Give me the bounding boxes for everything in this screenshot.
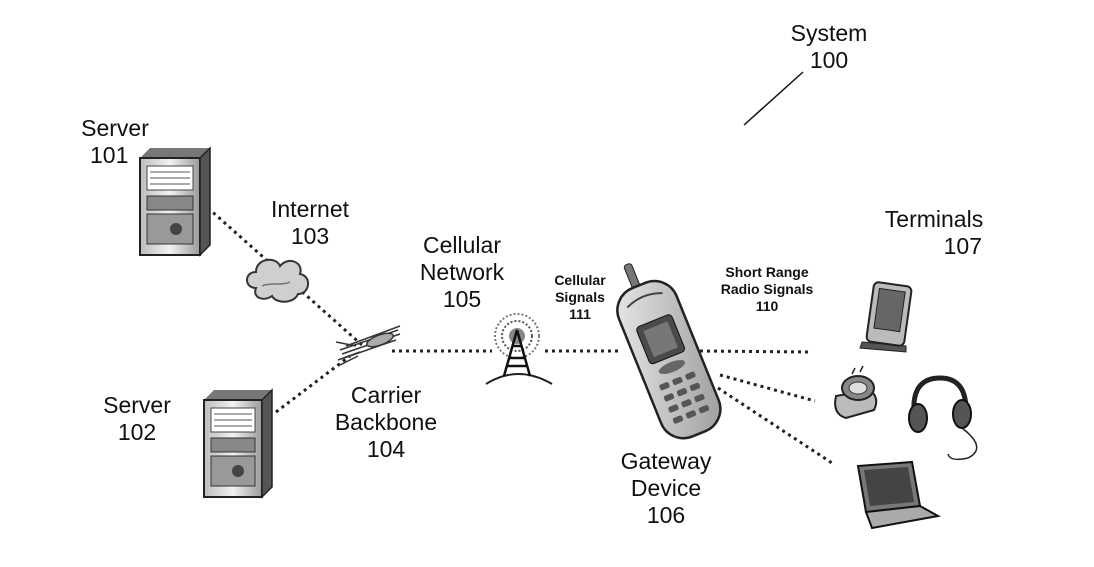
terminals-label: Terminals 107 xyxy=(862,206,1006,260)
server-102-number: 102 xyxy=(117,419,157,446)
internet-number: 103 xyxy=(290,223,330,250)
cellular-network-title-2: Network xyxy=(419,259,505,286)
laptop-terminal-icon xyxy=(856,460,941,530)
gateway-device-number: 106 xyxy=(646,502,686,529)
connections xyxy=(207,206,836,467)
radio-signals-title-1: Short Range xyxy=(725,264,809,280)
server-102-icon xyxy=(203,388,273,499)
cellular-network-label: Cellular Network 105 xyxy=(402,232,522,313)
system-pointer-line xyxy=(743,71,804,126)
gateway-device-title-2: Device xyxy=(630,475,702,502)
radio-link-watch xyxy=(719,373,816,403)
radio-signals-number: 110 xyxy=(755,297,779,314)
gateway-device-title-1: Gateway xyxy=(620,448,712,474)
carrier-backbone-label: Carrier Backbone 104 xyxy=(320,382,452,463)
gateway-phone-icon xyxy=(616,263,722,440)
server-101-label: Server 101 xyxy=(60,115,170,169)
terminals-title: Terminals xyxy=(884,206,984,232)
system-label: System 100 xyxy=(770,20,888,74)
carrier-backbone-number: 104 xyxy=(366,436,406,463)
cellular-signals-title-2: Signals xyxy=(555,288,605,305)
internet-title: Internet xyxy=(271,196,349,222)
cellular-network-number: 105 xyxy=(442,286,482,313)
server-101-icon xyxy=(139,146,211,257)
cell-tower-icon xyxy=(485,313,553,385)
radio-signals-label: Short Range Radio Signals 110 xyxy=(700,264,834,314)
radio-signals-title-2: Radio Signals xyxy=(720,280,814,297)
radio-link-laptop xyxy=(717,386,836,467)
carrier-backbone-title-2: Backbone xyxy=(334,409,438,436)
headphones-terminal-icon xyxy=(908,375,978,461)
server-102-label: Server 102 xyxy=(82,392,192,446)
cellular-signals-number: 111 xyxy=(569,305,591,322)
server-101-title: Server xyxy=(81,115,149,141)
internet-cloud-icon xyxy=(246,258,309,303)
carrier-backbone-icon xyxy=(335,325,401,367)
server-102-title: Server xyxy=(103,392,171,418)
system-number: 100 xyxy=(809,47,849,74)
pda-terminal-icon xyxy=(859,281,913,353)
cellular-signals-title-1: Cellular xyxy=(554,272,606,288)
radio-link-pda xyxy=(699,349,811,354)
server102-to-backbone-link xyxy=(275,354,351,414)
system-title: System xyxy=(790,20,868,46)
internet-label: Internet 103 xyxy=(250,196,370,250)
gateway-device-label: Gateway Device 106 xyxy=(604,448,728,529)
cellular-network-title-1: Cellular xyxy=(423,232,501,258)
terminals-number: 107 xyxy=(943,233,982,260)
carrier-backbone-title-1: Carrier xyxy=(350,382,422,408)
watch-terminal-icon xyxy=(834,365,878,420)
cellular-signals-label: Cellular Signals 111 xyxy=(540,272,620,322)
server-101-number: 101 xyxy=(90,142,129,169)
